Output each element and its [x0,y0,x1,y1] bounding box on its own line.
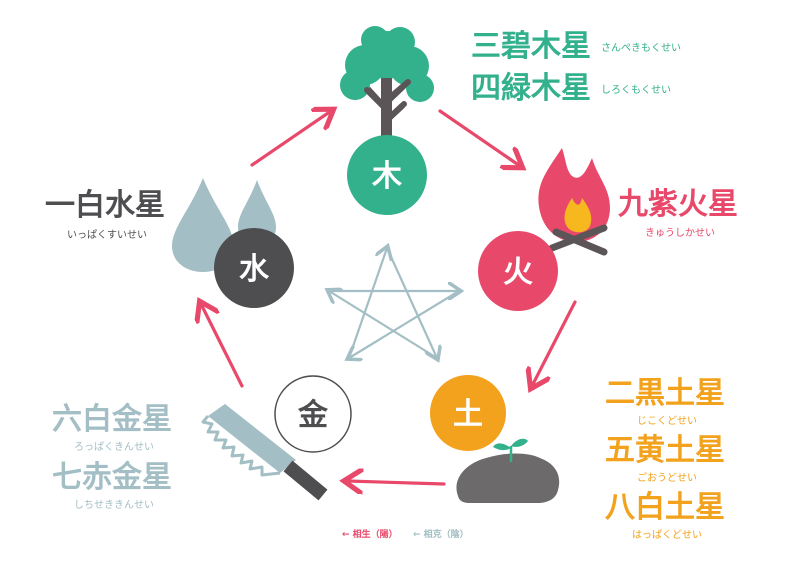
star-name-water: 一白水星 [45,188,165,223]
star-reading-wood-1: さんぺきもくせい [601,43,681,54]
arrow-fire-to-earth [532,300,577,386]
star-reading-water: いっぱくすいせい [67,230,147,241]
arrow-earth-to-water [329,291,439,360]
star-reading-wood-2: しろくもくせい [601,85,671,96]
star-reading-metal-1: ろっぱくきんせい [74,442,154,453]
sprout-soil-icon [456,438,560,503]
arrow-wood-to-earth [385,246,437,358]
element-water: 水 [214,228,294,308]
element-metal-label: 金 [297,398,329,433]
arrow-earth-to-metal [347,481,446,484]
star-reading-earth-3: はっぱくどせい [632,530,702,541]
star-name-earth-1: 二黒土星 [605,376,725,411]
legend-overcoming: ← 相克（陰） [413,528,469,540]
star-name-metal-1: 六白金星 [52,402,172,437]
element-earth: 土 [430,375,506,451]
overcoming-cycle [329,248,459,358]
arrow-metal-to-wood [347,248,387,360]
element-earth-label: 土 [453,397,483,432]
tree-icon [340,26,434,138]
legend-generating: ← 相生（陽） [342,528,398,540]
saw-icon [201,404,328,501]
arrow-metal-to-water [201,304,244,388]
arrow-wood-to-fire [438,109,520,166]
star-reading-earth-2: ごおうどせい [637,473,697,484]
element-wood: 木 [347,135,427,215]
legend: ← 相生（陽） ← 相克（陰） [342,528,469,540]
star-name-earth-2: 五黄土星 [605,433,725,468]
star-name-fire: 九紫火星 [618,187,738,222]
star-reading-earth-1: じこくどせい [637,416,697,427]
generating-cycle [201,109,577,484]
star-name-earth-3: 八白土星 [605,490,725,525]
campfire-icon [538,148,610,256]
element-fire-label: 火 [503,255,533,290]
element-wood-label: 木 [371,159,402,194]
element-water-label: 水 [239,252,270,287]
star-name-wood-2: 四緑木星 [471,71,591,106]
star-reading-fire: きゅうしかせい [645,228,715,239]
star-name-wood-1: 三碧木星 [471,29,591,64]
star-name-metal-2: 七赤金星 [52,460,172,495]
arrow-fire-to-metal [349,289,461,358]
star-reading-metal-2: しちせききんせい [74,500,154,511]
element-metal: 金 [274,375,352,453]
element-fire: 火 [478,231,558,311]
arrow-water-to-wood [250,111,331,167]
